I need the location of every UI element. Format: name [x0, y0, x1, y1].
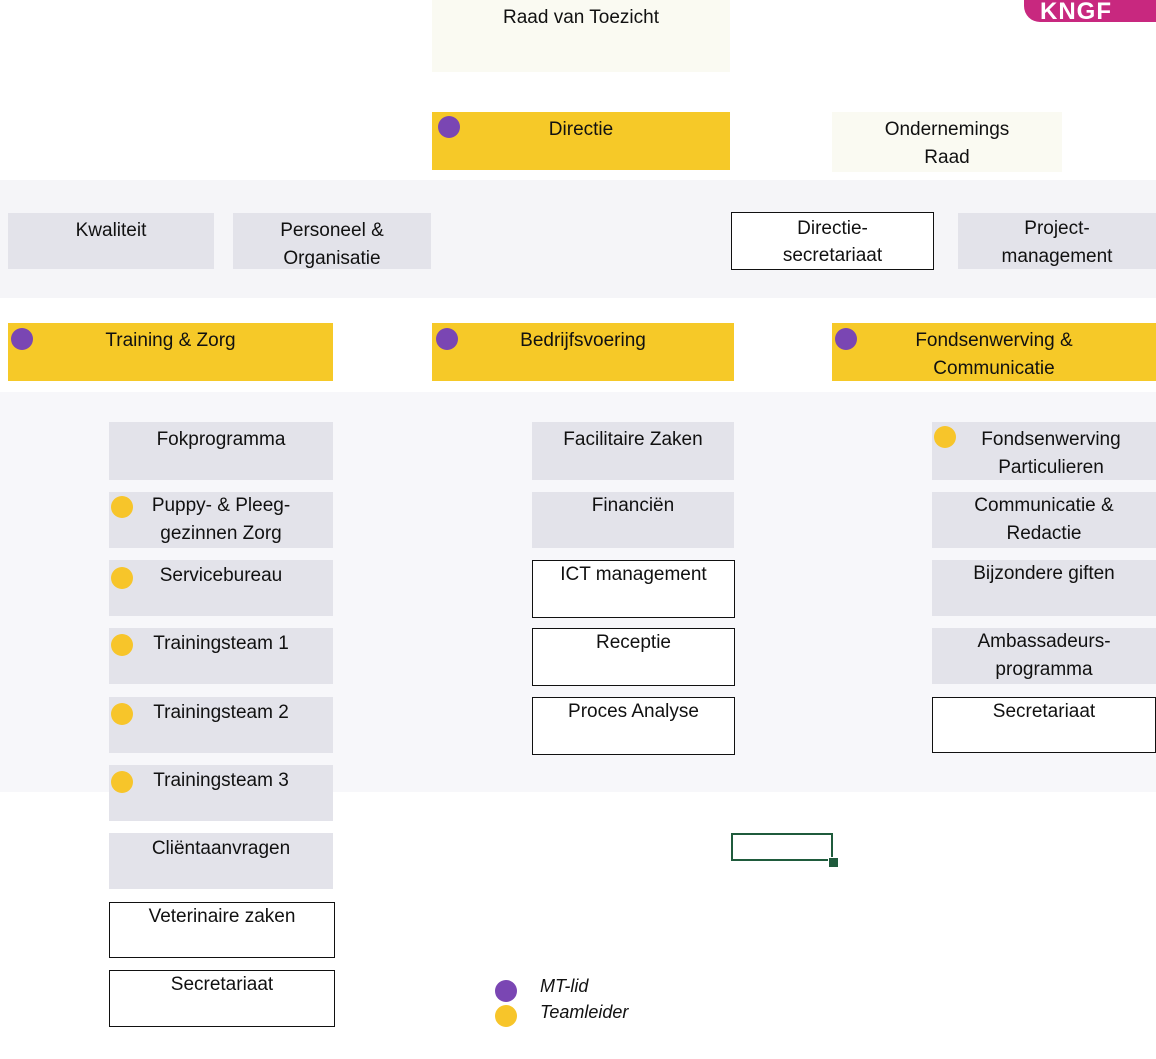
mt-lid-dot-icon — [835, 328, 857, 350]
fondsenwerving-particulieren-label-line1: Fondsenwerving — [981, 429, 1121, 450]
fondsenwerving-communicatie-label-line2: Communicatie — [933, 358, 1055, 379]
facilitaire-zaken-box: Facilitaire Zaken — [532, 422, 734, 480]
teamleider-dot-icon — [111, 567, 133, 589]
communicatie-redactie-label-line2: Redactie — [1006, 523, 1082, 544]
servicebureau-label: Servicebureau — [159, 565, 283, 586]
financien-label: Financiën — [591, 495, 675, 516]
ambassadeursprogramma-label-line1: Ambassadeurs- — [977, 631, 1111, 652]
personeel-organisatie-label-line1: Personeel & — [280, 220, 384, 241]
clientaanvragen-label: Cliëntaanvragen — [151, 838, 291, 859]
raad-van-toezicht-box: Raad van Toezicht — [432, 0, 730, 72]
mt-lid-dot-icon — [438, 116, 460, 138]
teamleider-dot-icon — [111, 634, 133, 656]
teamleider-dot-icon — [934, 426, 956, 448]
ambassadeursprogramma-box: Ambassadeurs- programma — [932, 628, 1156, 684]
financien-box: Financiën — [532, 492, 734, 548]
bedrijfsvoering-box: Bedrijfsvoering — [432, 323, 734, 381]
directiesecretariaat-label-line1: Directie- — [797, 218, 868, 239]
directie-label: Directie — [548, 119, 614, 140]
veterinaire-zaken-label: Veterinaire zaken — [148, 906, 296, 927]
trainingsteam-1-label: Trainingsteam 1 — [153, 633, 289, 654]
cell-fill-handle[interactable] — [828, 857, 839, 868]
logo-text: KNGF — [1040, 0, 1112, 22]
puppy-pleeggezinnen-label-line1: Puppy- & Pleeg- — [151, 495, 291, 516]
fondsenwerving-communicatie-label-line1: Fondsenwerving & — [915, 330, 1073, 351]
kngf-logo: KNGF — [1024, 0, 1156, 22]
directiesecretariaat-label-line2: secretariaat — [782, 245, 883, 266]
trainingsteam-3-label: Trainingsteam 3 — [153, 770, 289, 791]
puppy-pleeggezinnen-label-line2: gezinnen Zorg — [160, 523, 282, 544]
ambassadeursprogramma-label-line2: programma — [995, 659, 1093, 680]
fondsenwerving-particulieren-box: Fondsenwerving Particulieren — [932, 422, 1156, 480]
kwaliteit-label: Kwaliteit — [75, 220, 147, 241]
teamleider-dot-icon — [111, 703, 133, 725]
directiesecretariaat-box: Directie- secretariaat — [731, 212, 934, 270]
facilitaire-zaken-label: Facilitaire Zaken — [563, 429, 703, 450]
personeel-organisatie-box: Personeel & Organisatie — [233, 213, 431, 269]
mt-lid-dot-icon — [436, 328, 458, 350]
directie-box: Directie — [432, 112, 730, 170]
trainingsteam-3-box: Trainingsteam 3 — [109, 765, 333, 821]
personeel-organisatie-label-line2: Organisatie — [283, 248, 381, 269]
projectmanagement-label-line1: Project- — [1024, 218, 1090, 239]
trainingsteam-2-box: Trainingsteam 2 — [109, 697, 333, 753]
fokprogramma-box: Fokprogramma — [109, 422, 333, 480]
communicatie-redactie-label-line1: Communicatie & — [974, 495, 1114, 516]
receptie-box: Receptie — [532, 628, 735, 686]
veterinaire-zaken-box: Veterinaire zaken — [109, 902, 335, 958]
legend-teamleider-dot-icon — [495, 1005, 517, 1027]
projectmanagement-box: Project- management — [958, 213, 1156, 269]
raad-van-toezicht-label: Raad van Toezicht — [503, 7, 659, 28]
fonds-secretariaat-box: Secretariaat — [932, 697, 1156, 753]
trainingsteam-1-box: Trainingsteam 1 — [109, 628, 333, 684]
bedrijfsvoering-label: Bedrijfsvoering — [520, 330, 646, 351]
clientaanvragen-box: Cliëntaanvragen — [109, 833, 333, 889]
mt-lid-dot-icon — [11, 328, 33, 350]
fonds-secretariaat-label: Secretariaat — [992, 701, 1096, 722]
servicebureau-box: Servicebureau — [109, 560, 333, 616]
bijzondere-giften-box: Bijzondere giften — [932, 560, 1156, 616]
legend-teamleider-label: Teamleider — [540, 1002, 629, 1022]
proces-analyse-box: Proces Analyse — [532, 697, 735, 755]
trainingsteam-2-label: Trainingsteam 2 — [153, 702, 289, 723]
ondernemingsraad-label-line2: Raad — [924, 147, 970, 168]
cell-selection-cursor[interactable] — [731, 833, 833, 861]
legend-mt-lid-label: MT-lid — [540, 976, 589, 996]
fondsenwerving-particulieren-label-line2: Particulieren — [998, 457, 1104, 478]
training-secretariaat-box: Secretariaat — [109, 970, 335, 1027]
proces-analyse-label: Proces Analyse — [568, 701, 699, 722]
receptie-label: Receptie — [596, 632, 671, 653]
training-zorg-box: Training & Zorg — [8, 323, 333, 381]
kwaliteit-box: Kwaliteit — [8, 213, 214, 269]
ondernemingsraad-label-line1: Ondernemings — [884, 119, 1010, 140]
ondernemingsraad-box: Ondernemings Raad — [832, 112, 1062, 172]
fokprogramma-label: Fokprogramma — [156, 429, 286, 450]
bijzondere-giften-label: Bijzondere giften — [973, 563, 1115, 584]
projectmanagement-label-line2: management — [1001, 246, 1113, 267]
teamleider-dot-icon — [111, 771, 133, 793]
fondsenwerving-communicatie-box: Fondsenwerving & Communicatie — [832, 323, 1156, 381]
training-zorg-label: Training & Zorg — [105, 330, 236, 351]
ict-management-label: ICT management — [560, 564, 707, 585]
puppy-pleeggezinnen-box: Puppy- & Pleeg- gezinnen Zorg — [109, 492, 333, 548]
teamleider-dot-icon — [111, 496, 133, 518]
legend-mt-lid-dot-icon — [495, 980, 517, 1002]
communicatie-redactie-box: Communicatie & Redactie — [932, 492, 1156, 548]
ict-management-box: ICT management — [532, 560, 735, 618]
training-secretariaat-label: Secretariaat — [170, 974, 274, 995]
